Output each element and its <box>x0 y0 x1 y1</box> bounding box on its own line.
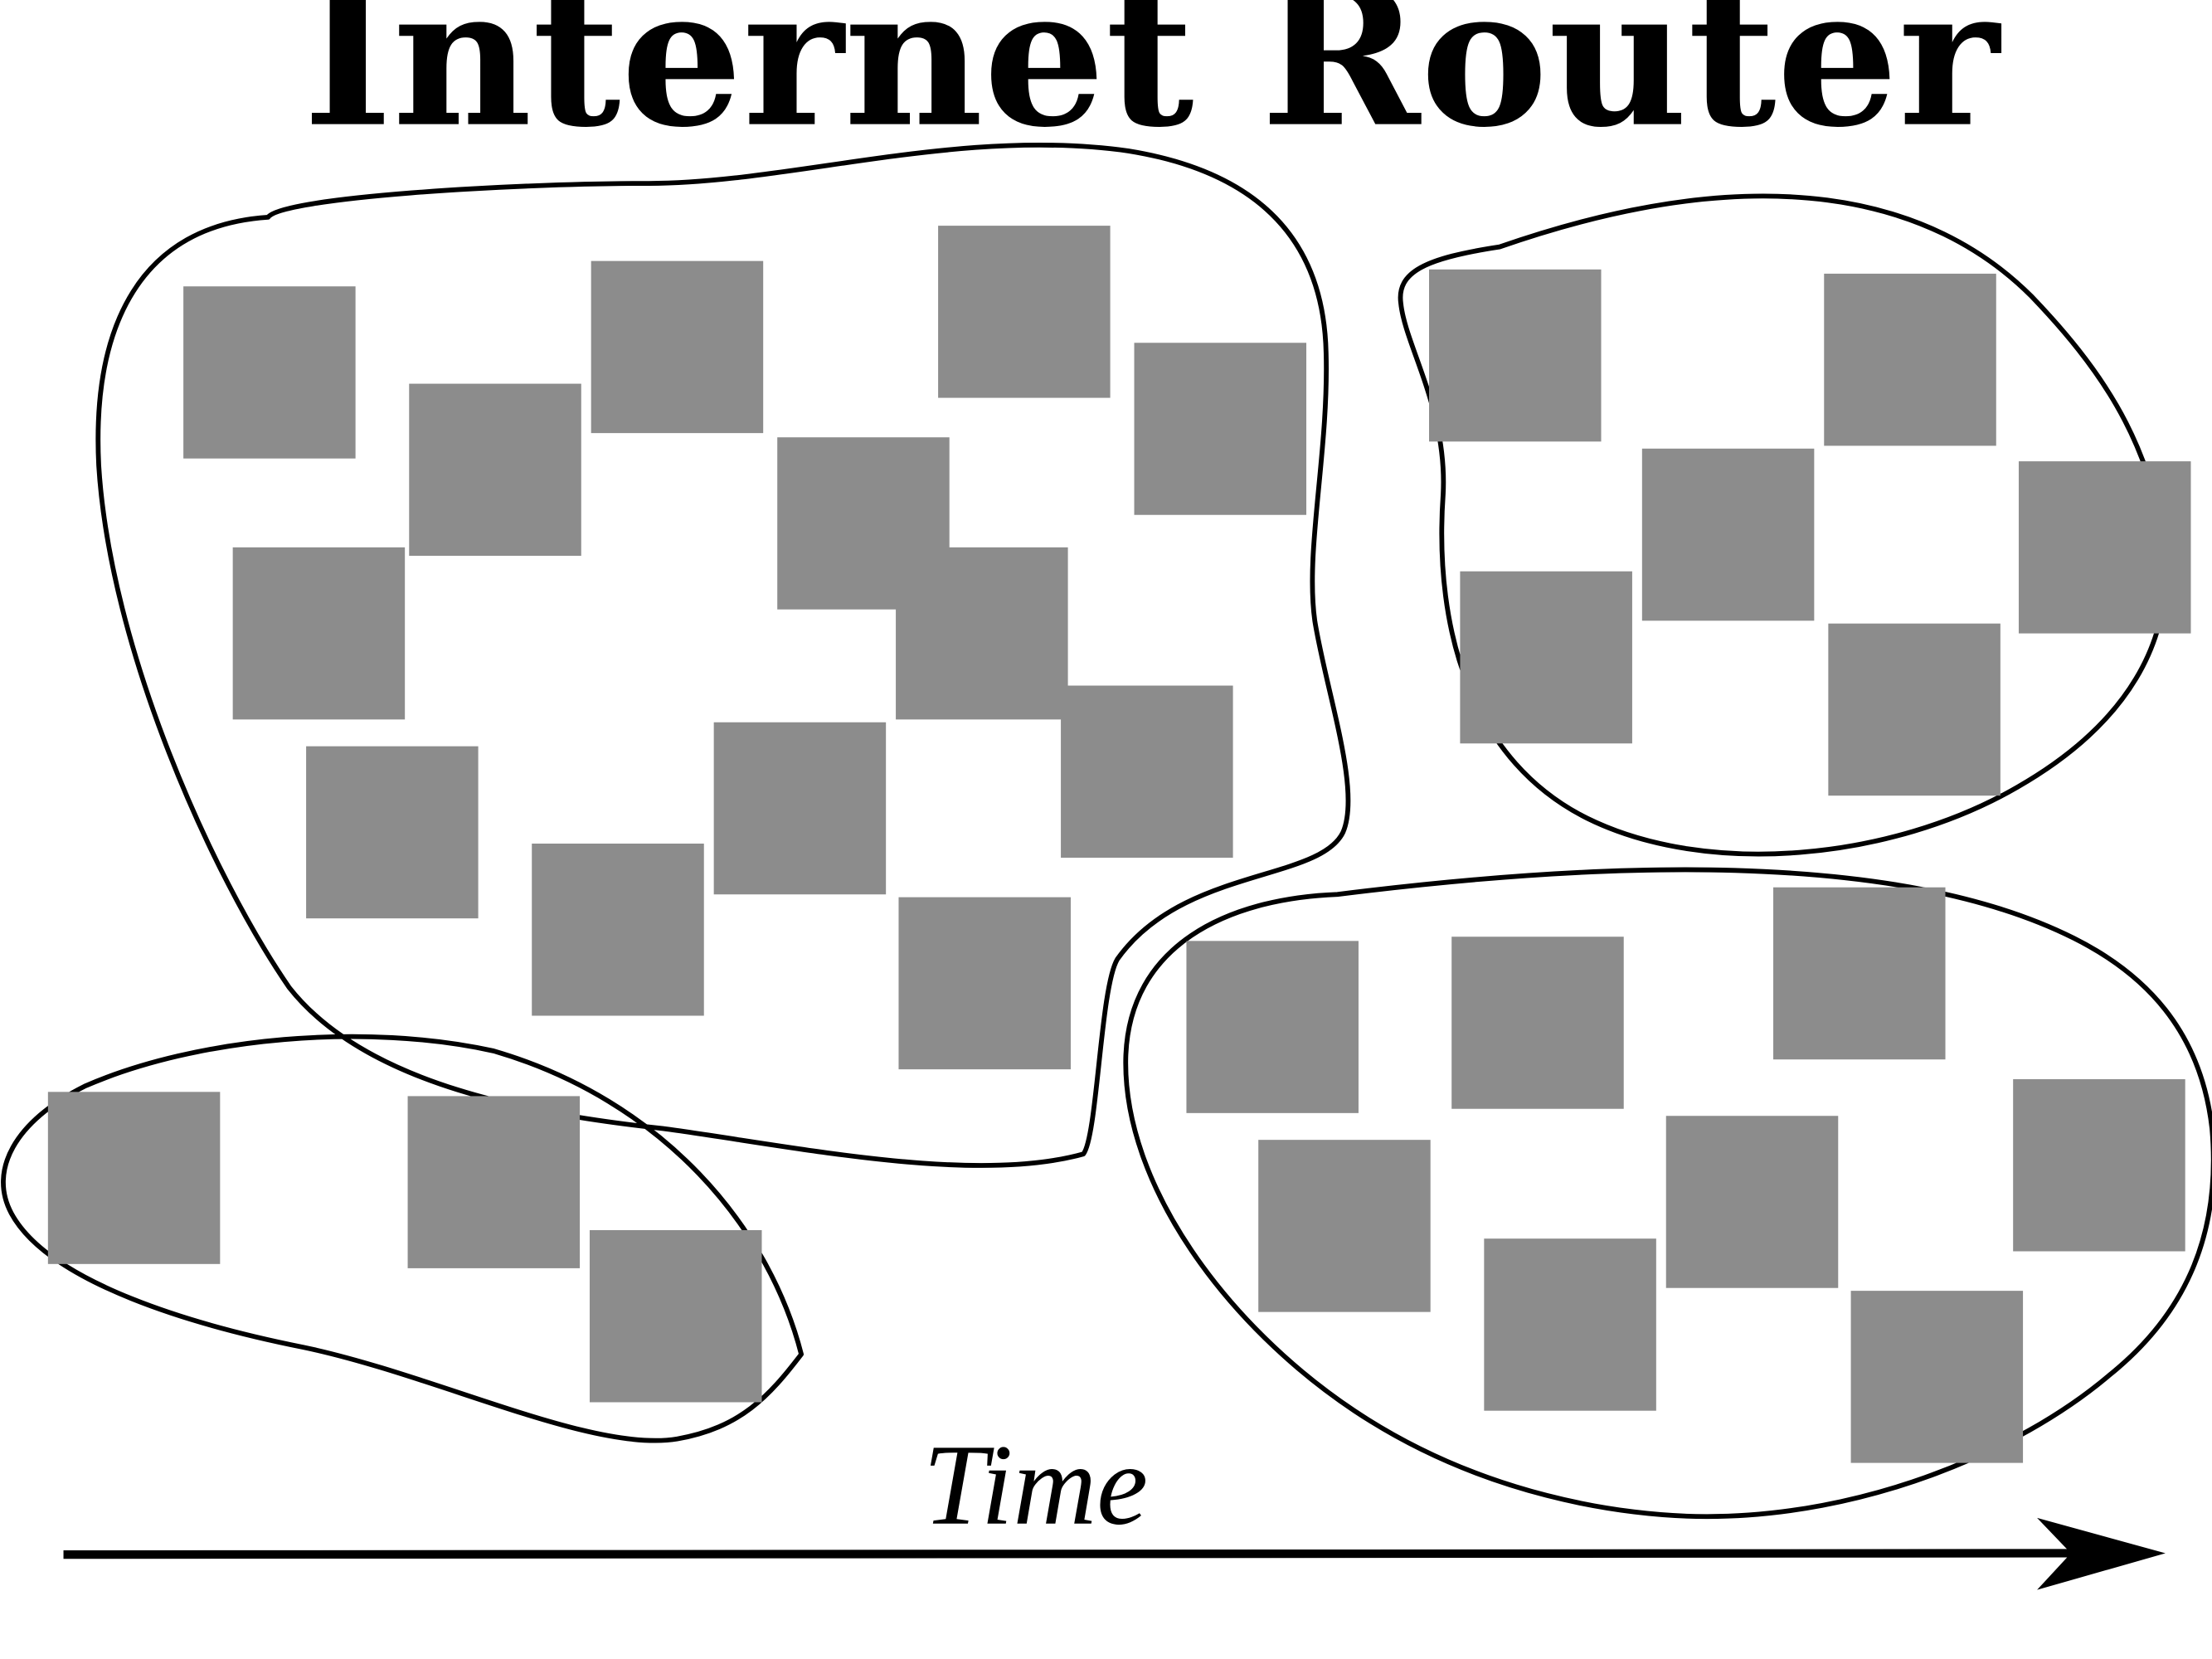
packet <box>1460 571 1632 744</box>
packet <box>409 383 581 557</box>
packet <box>183 286 356 459</box>
packet <box>713 722 887 895</box>
packet <box>898 897 1071 1070</box>
time-axis-label: Time <box>923 1422 1148 1550</box>
packet <box>1484 1238 1656 1411</box>
packet <box>1429 269 1602 442</box>
group-outline-bottom-right <box>1123 867 2212 1520</box>
packet <box>47 1092 221 1264</box>
time-axis-line <box>63 1549 2074 1559</box>
packet <box>1641 448 1815 621</box>
packet <box>1773 887 1946 1060</box>
packet <box>2013 1079 2185 1252</box>
packet <box>1828 623 2001 796</box>
packet <box>589 1229 762 1403</box>
packet <box>1451 937 1624 1109</box>
packet <box>2018 461 2191 634</box>
packet <box>1258 1140 1431 1312</box>
packet <box>896 547 1068 720</box>
packet <box>1665 1116 1839 1288</box>
packet <box>407 1096 581 1268</box>
packet <box>1186 941 1359 1113</box>
packet <box>232 547 406 720</box>
packet <box>938 226 1111 398</box>
packet <box>532 844 704 1016</box>
diagram-title: Internet Router <box>303 0 2002 170</box>
packet <box>1061 685 1233 859</box>
group-outline-bottom-left <box>1 1034 804 1443</box>
group-outline-large <box>95 142 1351 1168</box>
packet <box>591 260 764 434</box>
packet <box>1824 273 1996 446</box>
packet <box>1850 1291 2024 1463</box>
packet <box>1134 343 1307 515</box>
packet <box>306 746 479 919</box>
time-axis-arrowhead <box>2037 1517 2166 1590</box>
